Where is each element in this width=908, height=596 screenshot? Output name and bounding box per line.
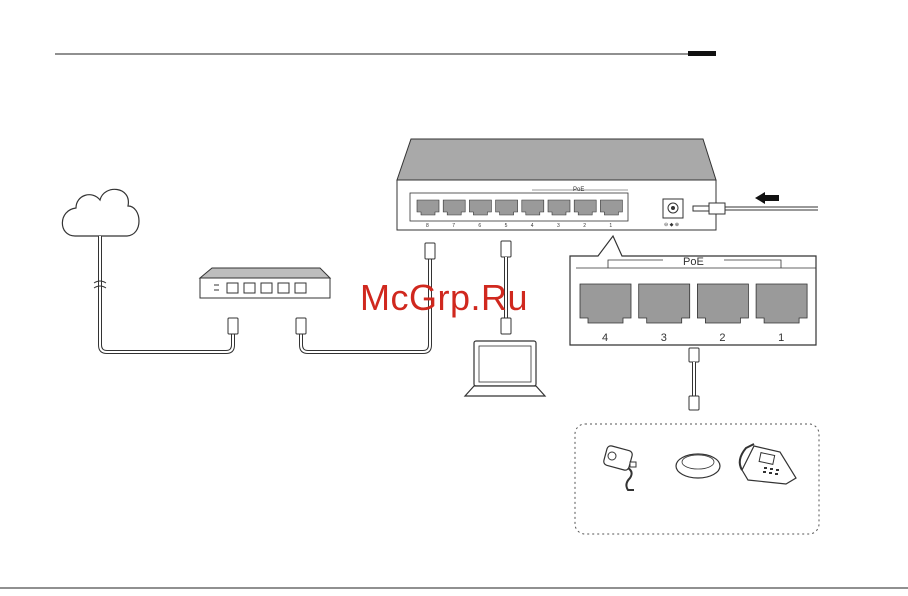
zoom-poe-label: PoE [683, 256, 704, 268]
plug-router-in [228, 318, 238, 334]
header-tab [688, 51, 716, 56]
cloud-icon [62, 189, 139, 236]
power-adapter-icon [693, 203, 818, 214]
switch-port-number: 7 [452, 223, 455, 229]
plug-poe-top [689, 348, 699, 362]
switch-port-number: 5 [505, 223, 508, 229]
plug-switch-port8 [425, 243, 435, 259]
svg-text:⊖ ◆ ⊕: ⊖ ◆ ⊕ [664, 222, 679, 228]
zoom-port-number: 2 [719, 332, 725, 344]
plug-laptop [501, 318, 511, 334]
switch-port-number: 2 [583, 223, 586, 229]
plug-router-out [296, 318, 306, 334]
access-point-icon [676, 454, 720, 478]
ip-camera-icon [603, 445, 636, 490]
switch-poe-label: PoE [573, 187, 584, 193]
zoom-port-number: 4 [602, 332, 608, 344]
switch-port-number: 6 [478, 223, 481, 229]
switch-port-number: 4 [531, 223, 534, 229]
ip-phone-icon [740, 444, 796, 484]
zoom-port-number: 3 [661, 332, 667, 344]
switch-port-number: 3 [557, 223, 560, 229]
watermark-text: McGrp.Ru [360, 277, 528, 319]
plug-switch-port6 [501, 241, 511, 257]
laptop-icon [465, 341, 545, 396]
zoom-port-number: 1 [778, 332, 784, 344]
arrow-left-icon [755, 192, 779, 204]
router-icon [200, 268, 330, 298]
switch-port-number: 8 [426, 223, 429, 229]
poe-switch: PoE 8 7 6 5 4 3 2 1 ⊖ ◆ ⊕ [397, 139, 716, 230]
plug-poe-bottom [689, 396, 699, 410]
poe-port-zoom: PoE 4 3 2 1 [570, 236, 816, 345]
switch-port-number: 1 [609, 223, 612, 229]
